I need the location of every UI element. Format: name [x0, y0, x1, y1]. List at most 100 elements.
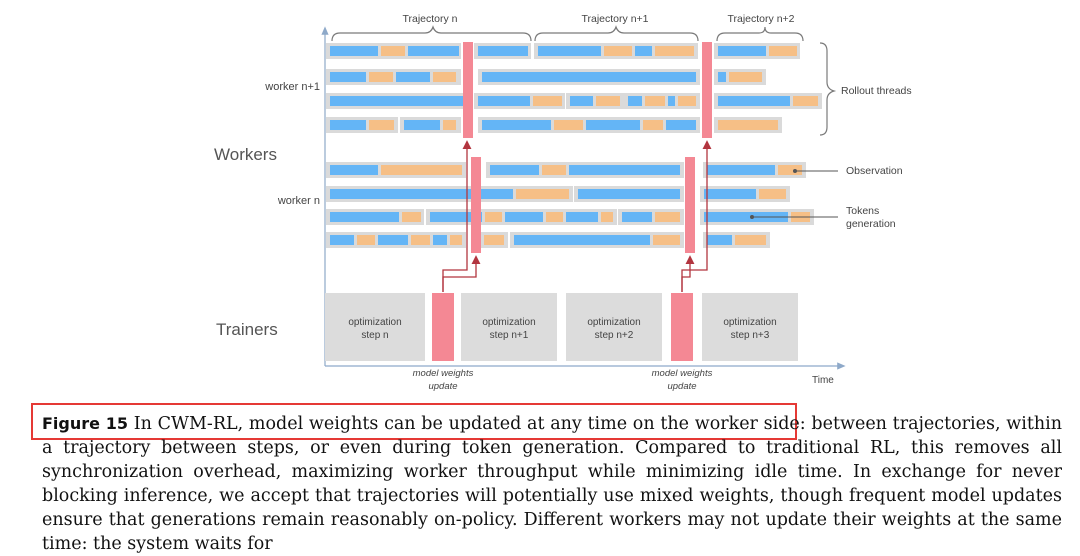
token-generation-segment-6-10	[704, 212, 788, 222]
worker-label-lower: worker n	[277, 195, 320, 207]
observation-segment-7-1	[357, 235, 375, 245]
token-generation-segment-7-7	[514, 235, 650, 245]
observation-segment-7-5	[450, 235, 462, 245]
observation-segment-1-1	[369, 72, 393, 82]
time-label: Time	[812, 375, 834, 386]
token-generation-segment-1-0	[330, 72, 366, 82]
observation-segment-1-3	[433, 72, 456, 82]
token-generation-segment-3-6	[586, 120, 640, 130]
token-generation-segment-0-4	[538, 46, 601, 56]
optimization-step-box-3	[702, 293, 798, 361]
brace-rollout-threads	[819, 42, 837, 136]
observation-segment-3-9	[718, 120, 778, 130]
figure-caption: Figure 15 In CWM-RL, model weights can b…	[42, 412, 1062, 556]
worker-update-bar-1	[463, 42, 473, 138]
trainer-update-bar-2	[671, 293, 693, 361]
observation-segment-6-7	[601, 212, 613, 222]
token-generation-segment-2-5	[628, 96, 642, 106]
observation-segment-6-9	[655, 212, 680, 222]
observation-segment-4-6	[778, 165, 802, 175]
worker-update-bar-2	[471, 157, 481, 253]
token-generation-segment-2-7	[668, 96, 675, 106]
token-generation-segment-2-9	[718, 96, 790, 106]
token-generation-segment-7-2	[378, 235, 408, 245]
rollout-threads	[326, 43, 822, 248]
token-generation-segment-4-5	[707, 165, 775, 175]
token-generation-segment-1-2	[396, 72, 430, 82]
figure-label: Figure 15	[42, 414, 128, 433]
caption-text: In CWM-RL, model weights can be updated …	[42, 414, 1062, 554]
token-generation-segment-0-0	[330, 46, 378, 56]
observation-segment-7-10	[735, 235, 766, 245]
token-generation-segment-3-4	[482, 120, 551, 130]
observation-label: Observation	[846, 165, 903, 177]
propagation-arrow-2	[442, 255, 481, 292]
token-generation-segment-4-0	[330, 165, 378, 175]
token-generation-segment-7-4	[433, 235, 447, 245]
token-generation-segment-5-0	[330, 189, 513, 199]
observation-segment-2-4	[596, 96, 620, 106]
workers-label: Workers	[214, 145, 277, 164]
trainer-update-bar-1	[432, 293, 454, 361]
observation-segment-0-5	[604, 46, 632, 56]
observation-segment-7-3	[411, 235, 430, 245]
optimization-step-box-1	[461, 293, 557, 361]
token-generation-segment-3-8	[666, 120, 696, 130]
trajectory-label-0: Trajectory n	[402, 13, 457, 25]
observation-segment-1-6	[729, 72, 762, 82]
token-generation-segment-2-0	[330, 96, 472, 106]
observation-segment-0-9	[769, 46, 797, 56]
trajectory-braces	[331, 25, 837, 136]
tokens-generation-pointer-dot	[750, 215, 754, 219]
observation-segment-3-7	[643, 120, 663, 130]
brace-trajectory-n-plus-1	[534, 25, 699, 42]
optimization-step-box-2	[566, 293, 662, 361]
worker-update-bar-3	[702, 42, 712, 138]
token-generation-segment-6-6	[566, 212, 598, 222]
observation-pointer-dot	[793, 169, 797, 173]
observation-segment-3-5	[554, 120, 583, 130]
observation-segment-2-6	[645, 96, 665, 106]
token-generation-segment-1-4	[482, 72, 696, 82]
token-generation-segment-0-3	[478, 46, 528, 56]
token-generation-segment-5-2	[578, 189, 680, 199]
token-generation-segment-6-2	[430, 212, 482, 222]
worker-update-bar-4	[685, 157, 695, 253]
observation-segment-4-3	[542, 165, 566, 175]
token-generation-segment-3-2	[404, 120, 440, 130]
trajectory-label-1: Trajectory n+1	[581, 13, 648, 25]
observation-segment-6-5	[546, 212, 563, 222]
worker-label-upper: worker n+1	[264, 81, 320, 93]
token-generation-segment-6-0	[330, 212, 399, 222]
observation-segment-7-8	[653, 235, 680, 245]
observation-segment-4-1	[381, 165, 462, 175]
observation-segment-0-1	[381, 46, 405, 56]
token-generation-segment-6-4	[505, 212, 543, 222]
trajectory-label-2: Trajectory n+2	[727, 13, 794, 25]
token-generation-segment-7-0	[330, 235, 354, 245]
token-generation-segment-6-8	[622, 212, 652, 222]
observation-segment-7-6	[484, 235, 504, 245]
token-generation-segment-2-3	[570, 96, 593, 106]
token-generation-segment-0-6	[635, 46, 652, 56]
token-generation-segment-3-0	[330, 120, 366, 130]
brace-trajectory-n	[331, 25, 532, 42]
observation-segment-2-8	[678, 96, 696, 106]
token-generation-segment-5-3	[704, 189, 756, 199]
token-generation-segment-0-2	[408, 46, 459, 56]
weights-propagation-arrows	[442, 140, 712, 292]
token-generation-segment-1-5	[718, 72, 726, 82]
observation-segment-5-4	[759, 189, 786, 199]
token-generation-segment-2-1	[478, 96, 530, 106]
observation-segment-3-1	[369, 120, 394, 130]
observation-segment-5-1	[516, 189, 569, 199]
observation-segment-2-2	[533, 96, 562, 106]
trainers-label: Trainers	[216, 320, 278, 339]
token-generation-segment-4-4	[569, 165, 680, 175]
token-generation-segment-4-2	[490, 165, 539, 175]
